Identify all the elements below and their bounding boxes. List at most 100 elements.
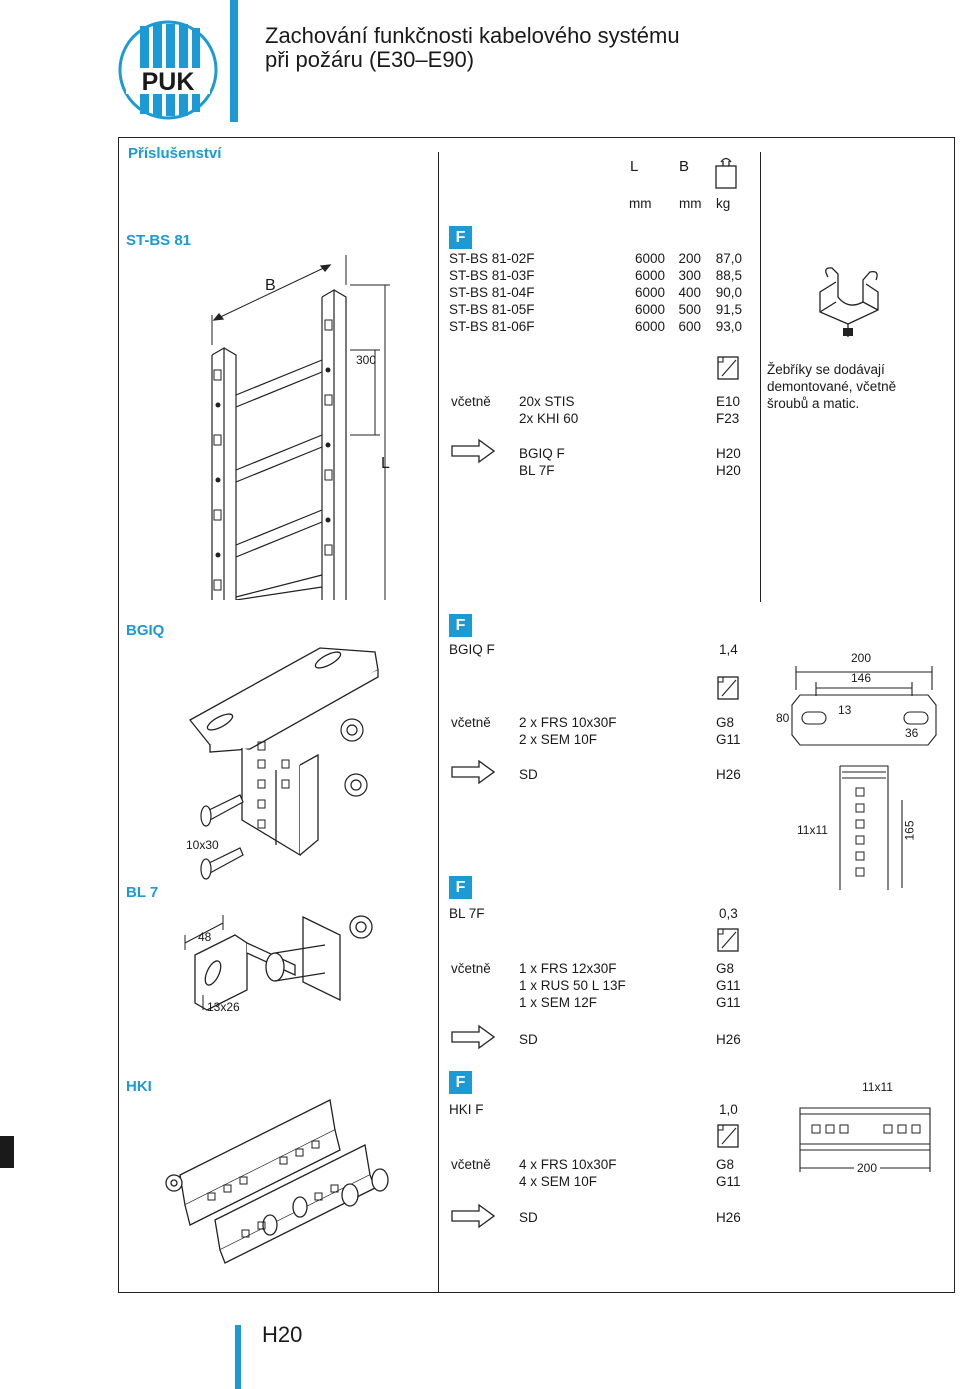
hki-drawing <box>160 1095 400 1265</box>
bgiq-dim-11x11: 11x11 <box>797 823 828 837</box>
bl7-incl-item-2: 1 x RUS 50 L 13F <box>519 978 626 993</box>
bgiq-incl-item-2: 2 x SEM 10F <box>519 732 598 747</box>
row-L: 6000 <box>634 268 665 283</box>
content-frame <box>118 137 955 1293</box>
bgiq-incl-ref-2: G11 <box>716 732 741 747</box>
clip-drawing <box>808 262 898 342</box>
hki-vcetne: včetně <box>451 1157 491 1172</box>
weight-icon <box>715 156 737 195</box>
hki-see-item: SD <box>519 1210 538 1225</box>
bgiq-see-item: SD <box>519 767 538 782</box>
bl7-incl-item-3: 1 x SEM 12F <box>519 995 598 1010</box>
fire-tag-bl7: F <box>449 876 472 899</box>
st-bs-see-ref-2: H20 <box>716 463 741 478</box>
puk-logo-icon: PUK <box>118 20 218 120</box>
st-bs-incl-ref-1: E10 <box>716 394 741 409</box>
fire-tag-bgiq: F <box>449 614 472 637</box>
see-also-arrow-icon <box>451 438 496 469</box>
col-header-kg: kg <box>716 196 731 211</box>
row-kg: 88,5 <box>715 268 742 283</box>
st-bs-table: ST-BS 81-02F 6000 200 87,0 ST-BS 81-03F … <box>449 250 749 335</box>
side-tab-marker <box>0 1136 14 1168</box>
bgiq-incl-ref-1: G8 <box>716 715 735 730</box>
bgiq-screw-label: 10x30 <box>186 838 219 852</box>
bl7-vcetne: včetně <box>451 961 491 976</box>
screw-type-icon <box>717 928 739 957</box>
ladder-drawing <box>200 245 400 601</box>
bl7-label: BL 7 <box>126 884 159 901</box>
section-label: Příslušenství <box>128 145 222 162</box>
bl7-name: BL 7F <box>449 906 485 921</box>
screw-type-icon <box>717 676 739 705</box>
table-row: ST-BS 81-04F 6000 400 90,0 <box>449 284 749 301</box>
row-L: 6000 <box>634 302 665 317</box>
row-name: ST-BS 81-02F <box>449 251 535 266</box>
col-header-mm1: mm <box>629 196 652 211</box>
row-B: 500 <box>678 302 701 317</box>
hki-incl-item-1: 4 x FRS 10x30F <box>519 1157 617 1172</box>
fire-tag-st-bs: F <box>449 226 472 249</box>
row-kg: 90,0 <box>715 285 742 300</box>
table-row: ST-BS 81-03F 6000 300 88,5 <box>449 267 749 284</box>
row-name: ST-BS 81-06F <box>449 319 535 334</box>
row-B: 300 <box>678 268 701 283</box>
row-L: 6000 <box>634 285 665 300</box>
bl7-incl-ref-1: G8 <box>716 961 735 976</box>
page-title-line1: Zachování funkčnosti kabelového systému <box>265 23 680 48</box>
bl7-weight: 0,3 <box>719 906 738 921</box>
row-B: 200 <box>678 251 701 266</box>
col-header-mm2: mm <box>679 196 702 211</box>
st-bs-incl-item-1: 20x STIS <box>519 394 575 409</box>
dim-B-label: B <box>265 277 276 294</box>
hki-incl-ref-2: G11 <box>716 1174 741 1189</box>
row-L: 6000 <box>634 251 665 266</box>
table-row: ST-BS 81-02F 6000 200 87,0 <box>449 250 749 267</box>
row-name: ST-BS 81-03F <box>449 268 535 283</box>
hki-dim-200: 200 <box>854 1160 881 1177</box>
bl7-see-ref: H26 <box>716 1032 741 1047</box>
col-header-L: L <box>630 158 639 175</box>
st-bs-see-item-1: BGIQ F <box>519 446 565 461</box>
hki-see-ref: H26 <box>716 1210 741 1225</box>
screw-type-icon <box>717 356 739 385</box>
row-kg: 87,0 <box>715 251 742 266</box>
bl7-incl-ref-3: G11 <box>716 995 741 1010</box>
st-bs-note-line3: šroubů a matic. <box>767 396 860 411</box>
st-bs-see-item-2: BL 7F <box>519 463 555 478</box>
hki-incl-ref-1: G8 <box>716 1157 735 1172</box>
bgiq-label: BGIQ <box>126 622 165 639</box>
bgiq-drawing <box>180 630 380 880</box>
hki-label: HKI <box>126 1078 152 1095</box>
row-kg: 91,5 <box>715 302 742 317</box>
bl7-see-item: SD <box>519 1032 538 1047</box>
bl7-incl-ref-2: G11 <box>716 978 741 993</box>
row-B: 600 <box>678 319 701 334</box>
bgiq-dim-165: 165 <box>902 820 917 841</box>
page-number: H20 <box>262 1322 303 1347</box>
column-divider-right <box>760 152 761 602</box>
hki-incl-item-2: 4 x SEM 10F <box>519 1174 598 1189</box>
page-title: Zachování funkčnosti kabelového systému … <box>265 24 680 72</box>
column-divider-left <box>438 152 439 1293</box>
bgiq-vcetne: včetně <box>451 715 491 730</box>
bl7-incl-item-1: 1 x FRS 12x30F <box>519 961 617 976</box>
bl7-dim-13x26: 13x26 <box>207 1000 240 1014</box>
table-row: ST-BS 81-05F 6000 500 91,5 <box>449 301 749 318</box>
hki-weight: 1,0 <box>719 1102 738 1117</box>
hki-dim-11x11: 11x11 <box>862 1080 893 1094</box>
hki-dimension-drawing <box>790 1090 940 1180</box>
row-kg: 93,0 <box>715 319 742 334</box>
header-accent-bar <box>230 0 238 122</box>
bgiq-name: BGIQ F <box>449 642 495 657</box>
screw-type-icon <box>717 1124 739 1153</box>
dim-300-label: 300 <box>356 353 377 367</box>
hki-name: HKI F <box>449 1102 484 1117</box>
bgiq-dimension-drawing <box>780 660 950 890</box>
st-bs-note-line2: demontované, včetně <box>767 379 897 394</box>
bgiq-dim-200: 200 <box>851 651 872 665</box>
see-also-arrow-icon <box>451 1024 496 1055</box>
page-title-line2: při požáru (E30–E90) <box>265 47 475 72</box>
fire-tag-hki: F <box>449 1071 472 1094</box>
bgiq-incl-item-1: 2 x FRS 10x30F <box>519 715 617 730</box>
bl7-dim-48: 48 <box>198 930 212 944</box>
